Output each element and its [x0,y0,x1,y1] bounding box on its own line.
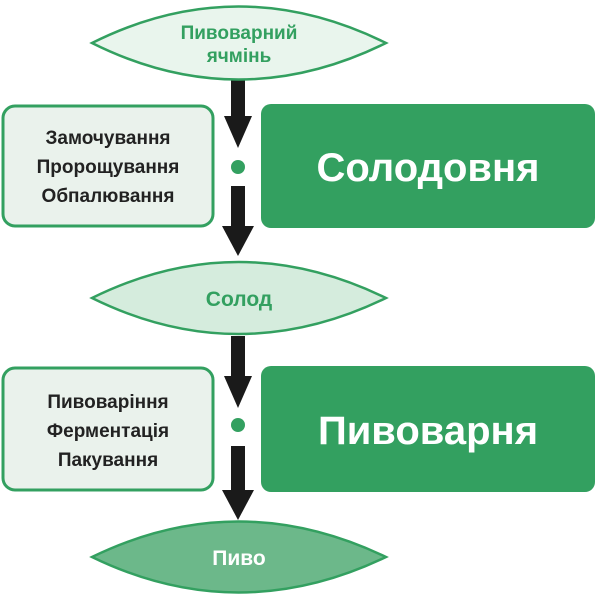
barley-label-line-2: ячмінь [206,46,272,67]
malthouse-dot [231,160,245,174]
connector-arrowhead-4 [222,490,254,520]
malthouse-step-kilning: Обпалювання [42,186,175,207]
brewery-title: Пивоварня [318,409,538,453]
barley-lens-shape [89,5,389,81]
brewery-stage: Пивоварня [261,366,595,492]
beer-lens-shape [89,520,389,594]
connectors [222,80,254,520]
malthouse-stage-box [261,104,595,228]
malt-lens-shape [89,260,389,336]
connector-arrowhead-2 [222,226,254,256]
malthouse-step-germination: Пророщування [37,157,180,178]
malthouse-step-soaking: Замочування [45,128,170,149]
connector-shaft-1 [231,80,245,122]
malthouse-steps-box: Замочування Пророщування Обпалювання [1,104,215,228]
beer-node: Пиво [89,520,389,594]
brewery-stage-box [261,366,595,492]
malt-node: Солод [89,260,389,336]
connector-shaft-4 [231,446,245,496]
barley-node: Пивоварний ячмінь [89,5,389,81]
malthouse-title: Солодовня [316,146,539,190]
connector-arrowhead-3 [224,376,252,408]
brewery-step-packaging: Пакування [58,450,158,471]
brewery-steps-box: Пивоваріння Ферментація Пакування [1,366,215,492]
brewery-step-brewing: Пивоваріння [47,392,168,413]
barley-label-line-1: Пивоварний [181,23,298,44]
connector-shaft-3 [231,336,245,382]
connector-arrowhead-1 [224,116,252,148]
malt-label: Солод [206,288,272,311]
brewery-dot [231,418,245,432]
brewery-step-fermentation: Ферментація [47,421,169,442]
brewery-steps-frame [1,366,215,492]
malthouse-stage: Солодовня [261,104,595,228]
beer-label: Пиво [212,547,265,570]
connector-shaft-2 [231,186,245,230]
malthouse-steps-frame [1,104,215,228]
